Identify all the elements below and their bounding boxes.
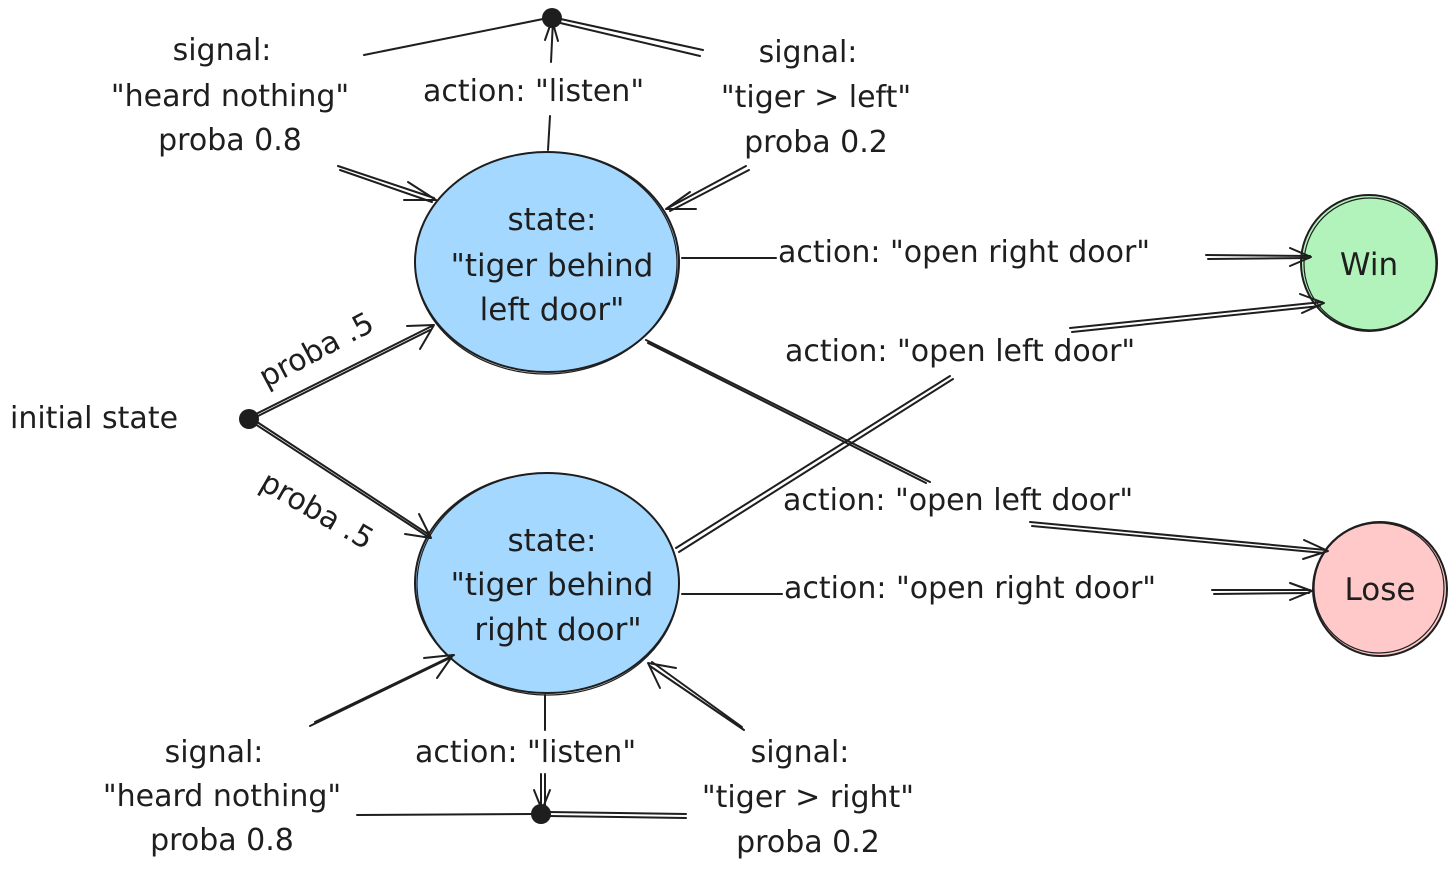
edge-right-open-left-to-win: action: "open left door"	[675, 293, 1325, 553]
listen-top-signal-b-line-3: proba 0.2	[744, 125, 888, 160]
edge-left-open-left-to-lose: action: "open left door"	[645, 339, 1329, 560]
edge-init-left-label: proba .5	[253, 306, 380, 395]
left-open-left-label: action: "open left door"	[783, 483, 1133, 518]
win-label: Win	[1340, 247, 1398, 283]
listen-top-signal-b-line-2: "tiger > left"	[721, 80, 911, 115]
right-open-left-label: action: "open left door"	[785, 334, 1135, 369]
state-left-line-1: state:	[508, 202, 597, 238]
state-right-line-2: "tiger behind	[451, 567, 654, 603]
listen-bottom-chance-dot	[531, 804, 551, 824]
listen-top-signal-b-line-1: signal:	[759, 35, 858, 70]
edge-init-to-left: proba .5	[251, 306, 435, 419]
listen-bottom-action-label: action: "listen"	[415, 735, 636, 770]
listen-top-signal-a-line-2: "heard nothing"	[111, 79, 349, 114]
edge-init-right-label: proba .5	[254, 465, 379, 558]
state-node-tiger-right[interactable]: state: "tiger behind right door"	[414, 472, 680, 696]
right-open-right-label: action: "open right door"	[784, 571, 1156, 606]
listen-top-action-label: action: "listen"	[423, 74, 644, 109]
state-right-line-3: right door"	[474, 612, 641, 648]
initial-state-dot[interactable]	[239, 409, 259, 429]
listen-bottom-signal-a-line-2: "heard nothing"	[103, 779, 341, 814]
edge-right-open-right-to-lose: action: "open right door"	[681, 571, 1313, 606]
edge-init-to-right: proba .5	[251, 419, 432, 558]
listen-bottom-signal-b-line-1: signal:	[751, 735, 850, 770]
state-node-tiger-left[interactable]: state: "tiger behind left door"	[414, 151, 680, 375]
state-left-line-2: "tiger behind	[451, 248, 654, 284]
edge-left-open-right-to-win: action: "open right door"	[681, 235, 1312, 270]
listen-loop-top: action: "listen" signal: "heard nothing"…	[111, 8, 911, 212]
win-node[interactable]: Win	[1300, 194, 1438, 332]
listen-top-signal-a-line-3: proba 0.8	[158, 123, 302, 158]
listen-bottom-signal-a-line-1: signal:	[165, 735, 264, 770]
listen-bottom-signal-b-line-2: "tiger > right"	[702, 780, 914, 815]
listen-loop-bottom: action: "listen" signal: "heard nothing"…	[103, 654, 914, 860]
listen-bottom-signal-b-line-3: proba 0.2	[736, 825, 880, 860]
left-open-right-label: action: "open right door"	[778, 235, 1150, 270]
listen-bottom-signal-a-line-3: proba 0.8	[150, 823, 294, 858]
state-right-line-1: state:	[508, 523, 597, 559]
lose-label: Lose	[1345, 572, 1416, 608]
lose-node[interactable]: Lose	[1312, 521, 1448, 657]
initial-state-label: initial state	[10, 401, 178, 436]
state-left-line-3: left door"	[480, 292, 625, 328]
listen-top-signal-a-line-1: signal:	[173, 33, 272, 68]
